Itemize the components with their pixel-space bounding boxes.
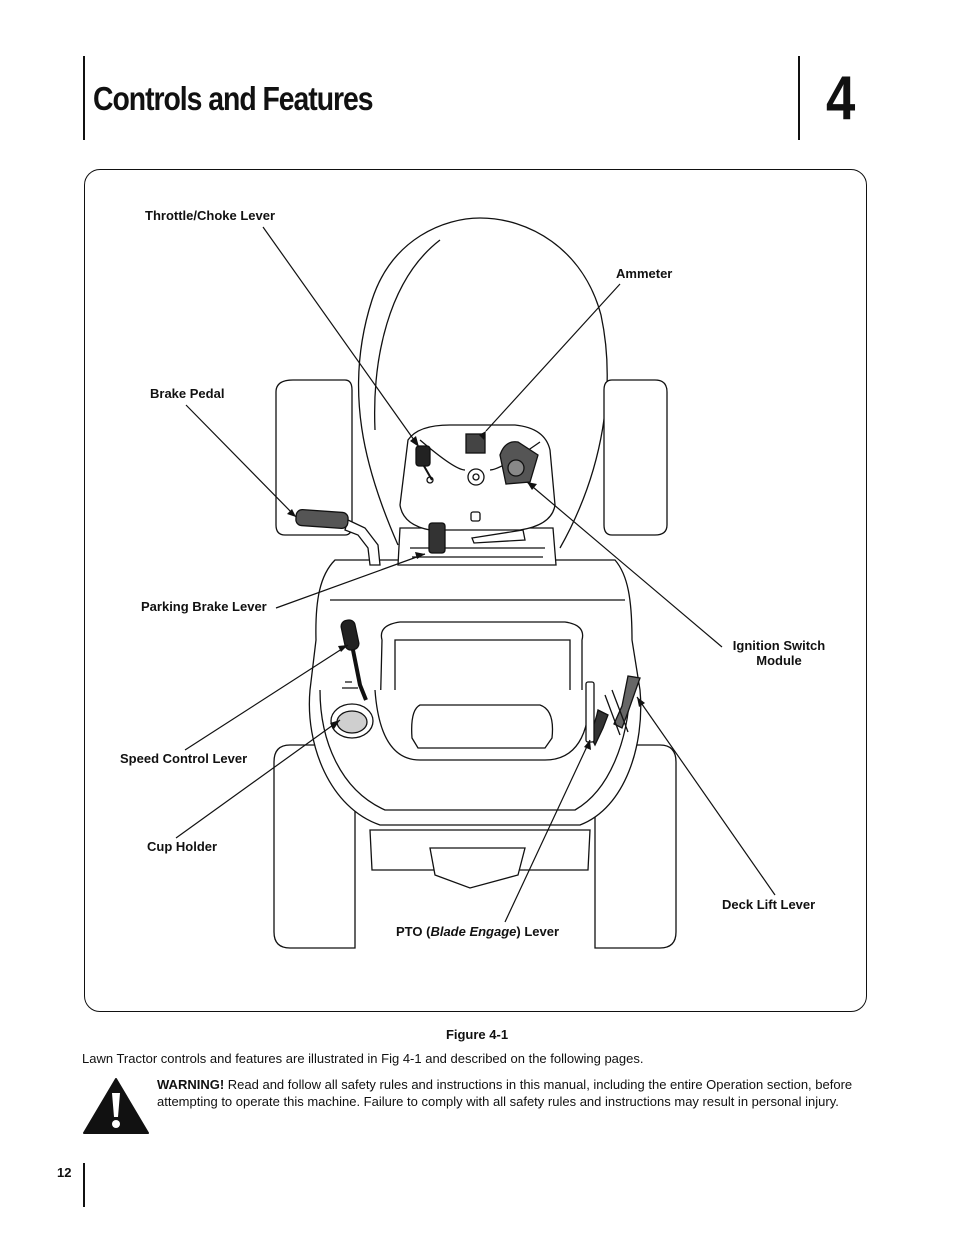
leader-cup xyxy=(175,719,341,839)
dash-knob xyxy=(467,468,485,486)
hitch-plate xyxy=(429,847,526,889)
label-parking-brake-lever: Parking Brake Lever xyxy=(141,599,267,614)
intro-paragraph: Lawn Tractor controls and features are i… xyxy=(82,1051,644,1066)
footer-rule xyxy=(83,1163,85,1207)
deck-lift-lever-shape xyxy=(613,675,641,729)
leader-pto xyxy=(504,739,591,923)
label-cup-holder: Cup Holder xyxy=(147,839,218,854)
dash-small-square xyxy=(470,511,481,522)
label-deck-lift-lever: Deck Lift Lever xyxy=(722,897,816,912)
label-pto-lever: PTO (Blade Engage) Lever xyxy=(396,924,559,939)
header-rule-left xyxy=(83,56,85,140)
hood-inner-line xyxy=(374,239,441,431)
leader-parking xyxy=(275,553,426,609)
parking-brake-knob xyxy=(428,522,446,554)
leader-throttle xyxy=(262,226,420,448)
seat-cushion xyxy=(411,704,554,749)
front-right-wheel xyxy=(603,379,668,536)
page-title: Controls and Features xyxy=(93,80,374,117)
ignition-label-line1: Ignition Switch xyxy=(732,638,826,653)
label-ammeter: Ammeter xyxy=(616,266,673,281)
header-rule-right xyxy=(798,56,800,140)
leader-ammeter xyxy=(485,283,621,432)
leader-speed xyxy=(184,644,349,751)
figure-frame xyxy=(84,169,867,1012)
fender-inner xyxy=(319,689,631,811)
ignition-label-line2: Module xyxy=(756,653,802,668)
speed-lever-shaft xyxy=(350,644,368,701)
chapter-number: 4 xyxy=(826,64,856,133)
warning-icon xyxy=(83,1078,149,1134)
label-throttle-choke-lever: Throttle/Choke Lever xyxy=(145,208,276,223)
figure-caption: Figure 4-1 xyxy=(445,1027,509,1042)
front-left-wheel xyxy=(275,379,353,536)
leader-ignition xyxy=(526,481,723,648)
brake-pedal-arm xyxy=(344,519,381,566)
pto-italic: Blade Engage xyxy=(430,924,517,939)
label-speed-control-lever: Speed Control Lever xyxy=(120,751,248,766)
pto-suffix: ) Lever xyxy=(516,924,560,939)
warning-paragraph: WARNING! Read and follow all safety rule… xyxy=(157,1076,867,1110)
warning-label: WARNING! xyxy=(157,1077,225,1092)
ammeter-gauge xyxy=(465,433,486,454)
brake-pedal-pad xyxy=(295,508,349,530)
page-number: 12 xyxy=(57,1165,72,1180)
leader-deck xyxy=(636,696,776,896)
warning-body: Read and follow all safety rules and ins… xyxy=(157,1077,853,1109)
rear-left-wheel xyxy=(273,744,356,949)
leader-brake xyxy=(185,404,297,518)
speed-lever-grip xyxy=(340,619,360,651)
dashboard-base xyxy=(397,527,557,566)
label-brake-pedal: Brake Pedal xyxy=(150,386,225,401)
pto-prefix: PTO ( xyxy=(396,924,431,939)
throttle-lever-grip xyxy=(415,445,431,467)
label-ignition-switch-module: Ignition Switch Module xyxy=(720,638,838,668)
